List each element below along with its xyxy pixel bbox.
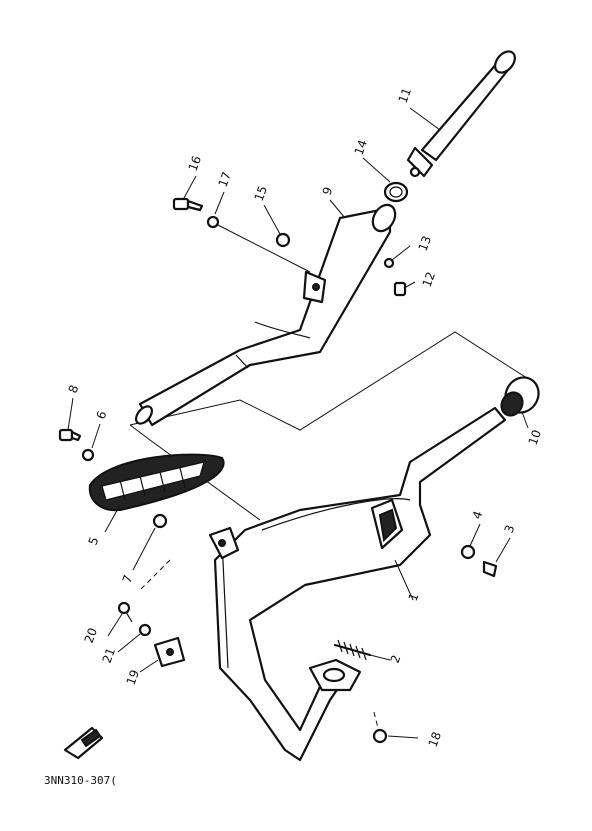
part-6-washer	[81, 448, 95, 462]
callout-13: 13	[416, 234, 434, 253]
callout-7: 7	[120, 573, 136, 585]
part-19-bracket	[153, 636, 186, 668]
callout-5: 5	[86, 535, 102, 547]
part-13-washer	[383, 257, 395, 269]
part-18-nut	[372, 728, 388, 744]
part-5-protector	[88, 453, 225, 512]
callout-8: 8	[66, 383, 82, 395]
callout-4: 4	[470, 509, 486, 521]
callout-19: 19	[124, 668, 142, 687]
callout-12: 12	[420, 270, 438, 289]
callout-1: 1	[406, 591, 422, 603]
part-21-washer	[138, 623, 152, 637]
part-16-bolt	[172, 197, 204, 212]
exhaust-flange	[308, 658, 362, 692]
callout-20: 20	[82, 626, 100, 645]
drawing-code: 3NN310-307(	[44, 774, 117, 787]
callout-21: 21	[100, 646, 118, 665]
callout-16: 16	[186, 154, 204, 173]
part-15-nut	[275, 232, 291, 248]
callout-6: 6	[94, 409, 110, 421]
callout-2: 2	[388, 653, 404, 665]
part-8-screw	[58, 428, 82, 442]
part-7-collar	[152, 513, 168, 529]
motorcycle-icon	[63, 726, 104, 760]
part-10-joint	[500, 376, 540, 417]
part-3-bolt	[482, 560, 498, 578]
callout-9: 9	[320, 185, 336, 197]
callout-15: 15	[252, 184, 270, 203]
part-9-silencer	[134, 203, 397, 427]
leader-lines	[67, 107, 529, 739]
callout-14: 14	[352, 138, 370, 157]
part-11-tailpipe	[406, 50, 516, 178]
part-14-gasket	[383, 181, 409, 203]
part-17-washer	[206, 215, 220, 229]
callout-10: 10	[526, 428, 544, 447]
callout-11: 11	[396, 86, 414, 105]
part-12-bolt	[393, 281, 407, 297]
callout-3: 3	[502, 523, 518, 535]
callout-labels: 1 2 3 4 5 6 7 8 9 10 11 12 13 14 15 16 1…	[66, 86, 544, 749]
part-1-exhaust-pipe	[208, 406, 507, 762]
part-20-bolt	[117, 601, 133, 623]
assembly-outline	[129, 331, 531, 591]
callout-17: 17	[216, 170, 234, 189]
part-4-nut	[460, 544, 476, 560]
callout-18: 18	[426, 730, 444, 749]
part-2-spring	[333, 639, 372, 661]
